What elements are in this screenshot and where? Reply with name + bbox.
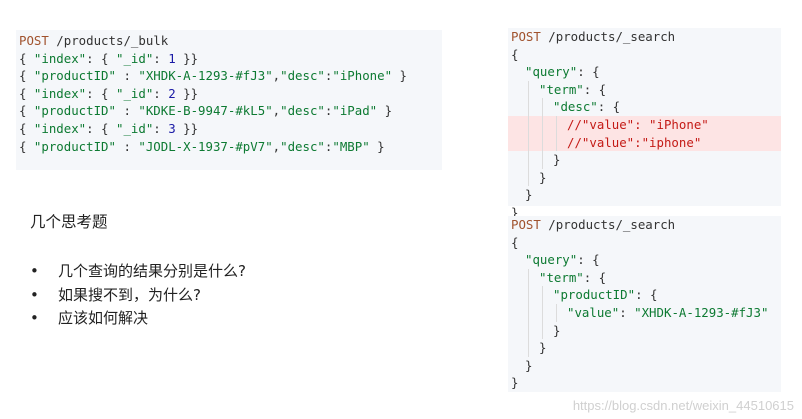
code-text: { "productID" : "JODL-X-1937-#pV7","desc… <box>19 138 385 154</box>
indent-guide <box>528 168 529 187</box>
code-line: //"value":"iphone" <box>508 133 781 152</box>
indent-guide <box>542 286 543 304</box>
indent-guide <box>528 115 529 134</box>
code-line: } <box>508 204 781 222</box>
code-text: //"value":"iphone" <box>567 134 702 150</box>
code-line: { "productID" : "JODL-X-1937-#pV7","desc… <box>16 138 442 156</box>
bullet-icon: • <box>30 285 39 304</box>
code-line: } <box>508 186 781 204</box>
code-text: /products/_search <box>540 217 676 232</box>
questions-title: 几个思考题 <box>30 213 108 231</box>
code-line: "term": { <box>508 268 781 287</box>
indent-guide <box>556 303 557 322</box>
code-line: } <box>508 168 781 187</box>
code-text: "query": { <box>525 64 600 80</box>
code-line: { "index": { "_id": 1 }} <box>16 50 442 68</box>
indent-guide <box>528 339 529 357</box>
code-line: } <box>508 357 781 375</box>
bullet-icon: • <box>30 262 39 280</box>
indent-guide <box>528 321 529 340</box>
code-text: //"value": "iPhone" <box>567 116 709 132</box>
code-line: "term": { <box>508 80 781 99</box>
code-line: POST /products/_bulk <box>16 32 442 50</box>
indent-guide <box>528 151 529 169</box>
indent-guide <box>542 98 543 116</box>
code-line: } <box>508 321 781 340</box>
question-item: •应该如何解决 <box>30 307 330 331</box>
code-text: } <box>553 152 561 168</box>
code-text: "term": { <box>539 269 607 285</box>
code-text: } <box>511 375 519 391</box>
indent-guide <box>528 286 529 304</box>
code-line: { <box>508 234 781 252</box>
code-text: "value": "XHDK-A-1293-#fJ3" <box>567 304 769 320</box>
question-item: •几个查询的结果分别是什么? <box>30 260 330 284</box>
questions-list: •几个查询的结果分别是什么? •如果搜不到，为什么? •应该如何解决 <box>30 260 330 331</box>
indent-guide <box>556 115 557 134</box>
indent-guide <box>528 80 529 99</box>
code-line: { "index": { "_id": 2 }} <box>16 85 442 103</box>
code-line: //"value": "iPhone" <box>508 115 781 134</box>
indent-guide <box>542 321 543 340</box>
indent-guide <box>528 268 529 287</box>
indent-guide <box>542 303 543 322</box>
code-text: } <box>539 340 547 356</box>
code-text: /products/_bulk <box>48 33 169 48</box>
code-line: } <box>508 374 781 392</box>
code-text: { <box>511 234 519 250</box>
code-text: { <box>511 46 519 62</box>
indent-guide <box>528 98 529 116</box>
code-line: { "productID" : "XHDK-A-1293-#fJ3","desc… <box>16 67 442 85</box>
http-method: POST <box>19 33 49 48</box>
code-line: } <box>508 151 781 169</box>
search-desc-code-block: POST /products/_search{"query": {"term":… <box>508 28 781 220</box>
http-method: POST <box>511 217 541 232</box>
code-line: POST /products/_search <box>508 216 781 234</box>
code-line: { "productID" : "KDKE-B-9947-#kL5","desc… <box>16 102 442 120</box>
bulk-code-block: POST /products/_bulk{ "index": { "_id": … <box>16 30 442 170</box>
code-line: { "index": { "_id": 3 }} <box>16 120 442 138</box>
indent-guide <box>542 151 543 169</box>
watermark: https://blog.csdn.net/weixin_44510615 <box>572 398 794 413</box>
indent-guide <box>528 303 529 322</box>
code-text: "productID": { <box>553 287 658 303</box>
code-text: /products/_search <box>540 29 676 44</box>
code-text: } <box>539 169 547 185</box>
code-line: "productID": { <box>508 286 781 304</box>
code-text: { "productID" : "KDKE-B-9947-#kL5","desc… <box>19 103 393 119</box>
indent-guide <box>556 133 557 152</box>
code-text: } <box>511 204 519 220</box>
indent-guide <box>542 115 543 134</box>
code-text: } <box>553 322 561 338</box>
indent-guide <box>528 133 529 152</box>
code-line: "desc": { <box>508 98 781 116</box>
indent-guide <box>542 133 543 152</box>
code-text: } <box>525 187 533 203</box>
code-text: "desc": { <box>553 99 621 115</box>
code-line: { <box>508 46 781 64</box>
code-line: "query": { <box>508 63 781 81</box>
http-method: POST <box>511 29 541 44</box>
code-text: "query": { <box>525 252 600 268</box>
bullet-icon: • <box>30 309 39 327</box>
code-line: } <box>508 339 781 357</box>
code-line: "query": { <box>508 251 781 269</box>
code-text: { "index": { "_id": 1 }} <box>19 50 199 66</box>
code-text: { "productID" : "XHDK-A-1293-#fJ3","desc… <box>19 68 407 84</box>
code-text: } <box>525 357 533 373</box>
code-text: { "index": { "_id": 2 }} <box>19 85 199 101</box>
code-line: "value": "XHDK-A-1293-#fJ3" <box>508 303 781 322</box>
code-line: POST /products/_search <box>508 28 781 46</box>
search-productid-code-block: POST /products/_search{"query": {"term":… <box>508 216 781 392</box>
code-text: { "index": { "_id": 3 }} <box>19 120 199 136</box>
question-item: •如果搜不到，为什么? <box>30 284 330 308</box>
code-text: "term": { <box>539 81 607 97</box>
